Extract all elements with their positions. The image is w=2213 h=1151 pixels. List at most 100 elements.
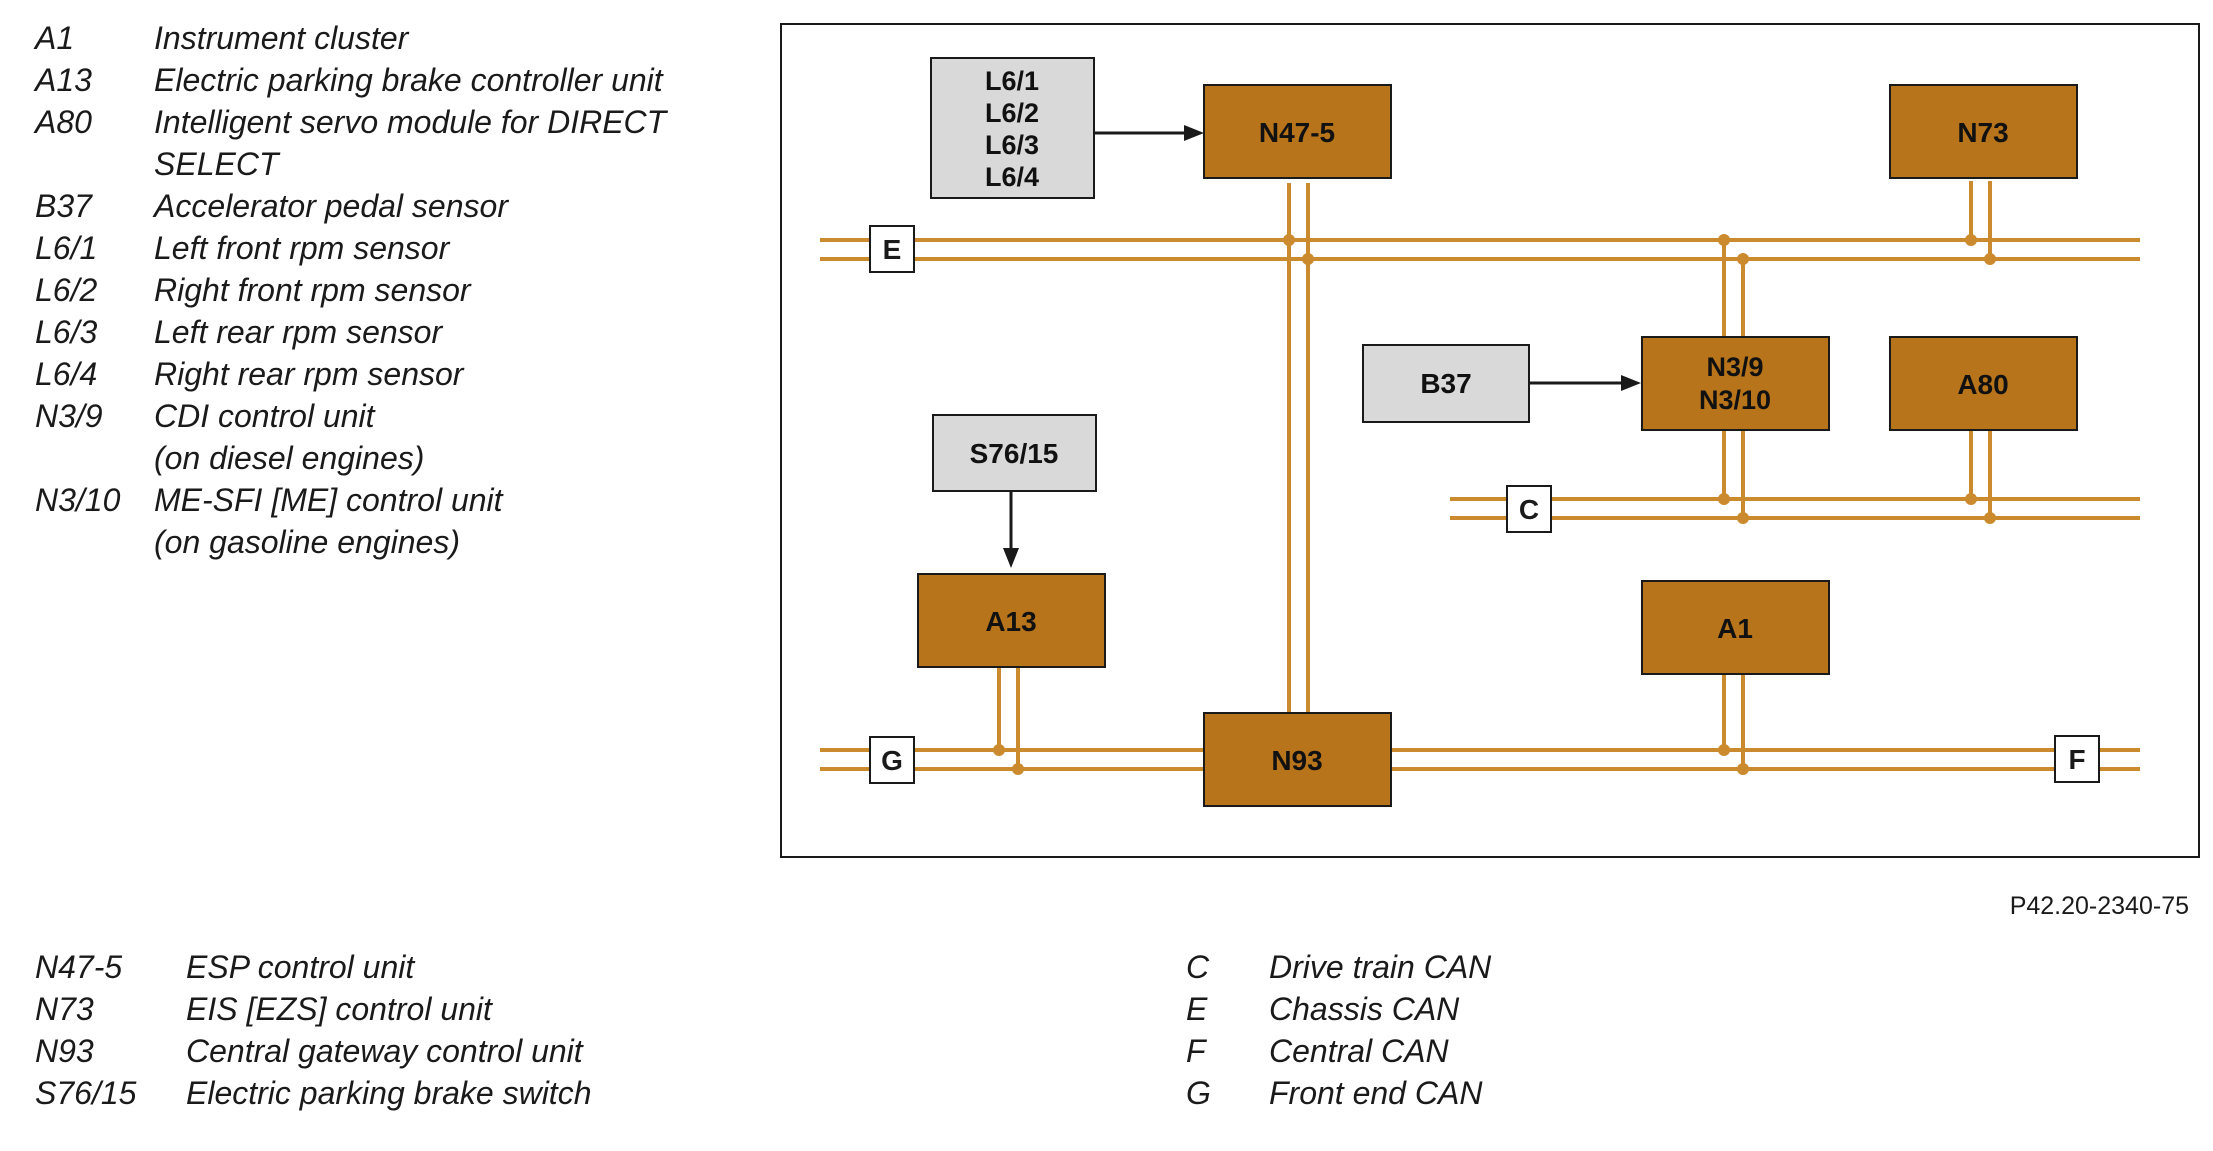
junction-dot	[1984, 253, 1996, 265]
legend-description: Central CAN	[1269, 1033, 1449, 1069]
unit-n3-10-label: N3/10	[1699, 385, 1771, 415]
junction-dot	[1965, 493, 1977, 505]
unit-n93-box: N93	[1203, 712, 1392, 807]
legend-description: Intelligent servo module for DIRECT SELE…	[154, 104, 667, 182]
bus-label-c-text: C	[1519, 494, 1539, 525]
legend-row: L6/4 Right rear rpm sensor	[35, 353, 666, 395]
legend-description: Front end CAN	[1269, 1075, 1483, 1111]
junction-dot	[1012, 763, 1024, 775]
legend-code: A80	[35, 104, 92, 140]
legend-description: EIS [EZS] control unit	[186, 991, 492, 1027]
legend-row: N47-5 ESP control unit	[35, 946, 591, 988]
legend-row: L6/3 Left rear rpm sensor	[35, 311, 666, 353]
legend-row: E Chassis CAN	[1186, 988, 1491, 1030]
junction-dot	[1718, 744, 1730, 756]
unit-n3-box: N3/9 N3/10	[1641, 336, 1830, 431]
bus-lines	[820, 181, 2140, 771]
signal-arrows	[1003, 125, 1641, 568]
bus-label-f-text: F	[2068, 744, 2085, 775]
legend-row: N3/10 ME-SFI [ME] control unit (on gasoli…	[35, 479, 666, 563]
legend-code: L6/3	[35, 314, 98, 350]
unit-a80-box: A80	[1889, 336, 2078, 431]
unit-n47-label: N47-5	[1259, 117, 1335, 148]
network-diagram: E C G F L6/1 L6/2 L6/3 L6/4 B37 S76/15	[780, 23, 2208, 868]
sensor-l6-1-label: L6/1	[985, 66, 1039, 96]
legend-code: E	[1186, 991, 1208, 1027]
junction-dot	[1302, 253, 1314, 265]
legend-row: F Central CAN	[1186, 1030, 1491, 1072]
legend-description: Drive train CAN	[1269, 949, 1492, 985]
legend-code: F	[1186, 1033, 1206, 1069]
legend-row: N93 Central gateway control unit	[35, 1030, 591, 1072]
legend-description: Left front rpm sensor	[154, 230, 450, 266]
b37-arrowhead	[1621, 375, 1641, 391]
legend-description: Left rear rpm sensor	[154, 314, 443, 350]
junction-dot	[993, 744, 1005, 756]
legend-code: A1	[35, 20, 75, 56]
legend-code: N3/10	[35, 482, 121, 518]
legend-description: Electric parking brake switch	[186, 1075, 592, 1111]
unit-a13-box: A13	[917, 573, 1106, 668]
legend-description: Right front rpm sensor	[154, 272, 471, 308]
legend-description: Accelerator pedal sensor	[154, 188, 508, 224]
bus-label-c: C	[1506, 485, 1552, 533]
figure-reference: P42.20-2340-75	[2009, 892, 2189, 920]
legend-code: N3/9	[35, 398, 103, 434]
unit-n93-label: N93	[1271, 745, 1322, 776]
sensor-b37-label: B37	[1420, 368, 1471, 399]
legend-description: ESP control unit	[186, 949, 415, 985]
legend-code: N93	[35, 1033, 94, 1069]
sensor-l6-2-label: L6/2	[985, 98, 1039, 128]
bus-label-f: F	[2054, 735, 2100, 783]
legend-code: N73	[35, 991, 94, 1027]
sensor-l6-4-label: L6/4	[985, 162, 1039, 192]
l6-arrowhead	[1184, 125, 1204, 141]
junction-dot	[1737, 253, 1749, 265]
sensor-l6-box: L6/1 L6/2 L6/3 L6/4	[930, 57, 1095, 199]
bus-label-g-text: G	[881, 745, 903, 776]
unit-n73-label: N73	[1957, 117, 2008, 148]
unit-a1-box: A1	[1641, 580, 1830, 675]
junction-dot	[1984, 512, 1996, 524]
legend-code: A13	[35, 62, 92, 98]
legend-row: N73 EIS [EZS] control unit	[35, 988, 591, 1030]
junction-dot	[1737, 512, 1749, 524]
legend-description: Chassis CAN	[1269, 991, 1460, 1027]
legend-description: Right rear rpm sensor	[154, 356, 464, 392]
legend-code: L6/2	[35, 272, 98, 308]
legend-row: A80 Intelligent servo module for DIRECT S…	[35, 101, 666, 185]
legend-row: A1 Instrument cluster	[35, 17, 666, 59]
legend-row: N3/9 CDI control unit (on diesel engines)	[35, 395, 666, 479]
legend-row: L6/1 Left front rpm sensor	[35, 227, 666, 269]
junction-dot	[1718, 234, 1730, 246]
legend-description: CDI control unit (on diesel engines)	[154, 398, 425, 476]
legend-description: ME-SFI [ME] control unit (on gasoline en…	[154, 482, 503, 560]
legend-code: L6/4	[35, 356, 98, 392]
bus-label-e: E	[869, 225, 915, 273]
unit-a13-label: A13	[985, 606, 1036, 637]
legend-code: L6/1	[35, 230, 98, 266]
junction-dot	[1283, 234, 1295, 246]
unit-a1-label: A1	[1717, 613, 1753, 644]
legend-row: S76/15 Electric parking brake switch	[35, 1072, 591, 1114]
legend-code: S76/15	[35, 1075, 137, 1111]
unit-n73-box: N73	[1889, 84, 2078, 179]
unit-a80-label: A80	[1957, 369, 2008, 400]
s76-arrowhead	[1003, 548, 1019, 568]
diagram-canvas: E C G F L6/1 L6/2 L6/3 L6/4 B37 S76/15	[780, 23, 2200, 858]
junction-dot	[1737, 763, 1749, 775]
legend-description: Instrument cluster	[154, 20, 409, 56]
junction-dots	[993, 234, 1996, 775]
legend-code: N47-5	[35, 949, 123, 985]
junction-dot	[1718, 493, 1730, 505]
sensor-b37-box: B37	[1362, 344, 1530, 423]
legend-description: Central gateway control unit	[186, 1033, 583, 1069]
legend-row: L6/2 Right front rpm sensor	[35, 269, 666, 311]
